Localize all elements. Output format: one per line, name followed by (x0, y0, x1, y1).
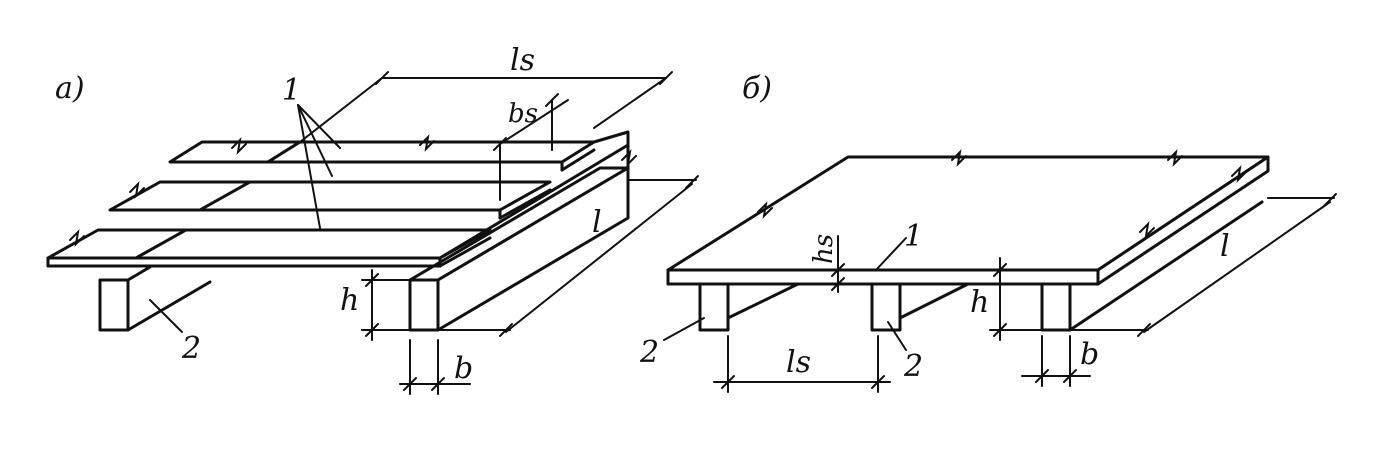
ribs-b (698, 200, 1264, 332)
beam-left-label-b: 2 (639, 335, 659, 370)
dim-b-a (399, 339, 471, 395)
dim-ls-a (299, 71, 673, 143)
slab-label-a: 1 (282, 73, 301, 108)
slab-b (666, 155, 1270, 286)
beam-left-a (98, 265, 212, 332)
panel-label-a: а) (55, 71, 85, 106)
leader-1-b (875, 237, 907, 271)
dim-b-b (1021, 335, 1091, 387)
leader-2-a (149, 299, 183, 333)
figure-a: а) 1 2 ls bs h l b (46, 43, 699, 395)
width-label-a: bs (508, 99, 538, 129)
leader-2-mid-b (887, 321, 907, 351)
beam-width-label-b: b (1080, 337, 1099, 372)
beam-mid-label-b: 2 (903, 349, 923, 384)
height-label-a: h (340, 283, 359, 318)
span-label-a: ls (510, 43, 535, 78)
beam-label-a: 2 (181, 331, 201, 366)
dim-hs-b (831, 235, 845, 293)
dim-h-a (361, 269, 411, 341)
dim-h-b (989, 257, 1043, 341)
panel-label-b: б) (742, 71, 772, 106)
dim-l-b (1069, 193, 1337, 337)
thickness-label-b: hs (809, 234, 839, 264)
length-label-a: l (592, 205, 602, 240)
dim-ls-b (713, 335, 891, 393)
dim-bs-a (493, 93, 569, 201)
slab-panels-a (46, 130, 630, 268)
span-label-b: ls (786, 345, 811, 380)
height-label-b: h (970, 285, 989, 320)
dim-l-a (437, 175, 699, 337)
break-marks-a (69, 134, 637, 247)
break-marks-b (757, 149, 1247, 239)
beam-width-label-a: b (454, 351, 473, 386)
length-label-b: l (1220, 229, 1230, 264)
slab-label-b: 1 (904, 219, 923, 254)
figure-b: б) 1 2 2 ls hs h l b (639, 71, 1337, 393)
leader-2-left-b (663, 317, 705, 341)
